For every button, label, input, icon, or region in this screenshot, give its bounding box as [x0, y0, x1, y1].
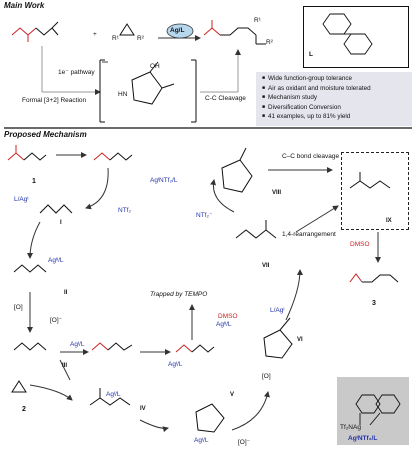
- intermediate-ix-box: [341, 152, 409, 230]
- cc-bond-cleavage-label: C–C bond cleavage: [282, 153, 340, 160]
- proposed-mechanism-header: Proposed Mechanism: [4, 130, 87, 139]
- complex-tf2nag-label: Tf₂NAg: [340, 424, 361, 431]
- intermediate-VII-label: VII: [262, 263, 270, 269]
- main-work-header: Main Work: [4, 1, 45, 10]
- dmso-label: DMSO: [218, 313, 238, 320]
- oxide-anion-label: [O]⁻: [50, 317, 63, 324]
- intermediate-IX-label: IX: [386, 218, 392, 224]
- r2-label-azirine: R²: [137, 35, 144, 42]
- hn-label: HN: [118, 91, 128, 98]
- r1-label-product: R¹: [254, 17, 261, 24]
- lag-label-VI: L/Agᴵ: [270, 307, 285, 314]
- r1-label-azirine: R¹: [112, 35, 119, 42]
- compound-3-label: 3: [372, 300, 376, 307]
- oxidant-label: [O]: [14, 304, 23, 311]
- ag-i-l-label-IV: Agᴵ/L: [106, 391, 121, 398]
- feature-item: Wide function-group tolerance: [262, 74, 371, 84]
- intermediate-III-label: III: [62, 363, 68, 369]
- feature-item: Air as oxidant and moisture tolerated: [262, 84, 371, 94]
- oh-label: OH: [150, 63, 160, 70]
- ag-i-l-label-V: Agᴵ/L: [194, 437, 209, 444]
- ag-i-l-radical-label: Agᴵ/L: [168, 361, 183, 368]
- ag-i-l-label-III: Agᴵ/L: [70, 341, 85, 348]
- intermediate-II-label: II: [64, 290, 68, 296]
- intermediate-VIII-label: VIII: [272, 190, 282, 196]
- catalyst-agntf2-label: AgᴵNTf₂/L: [150, 177, 178, 184]
- oxidant-label-2: [O]: [262, 373, 271, 380]
- lag-label-I: L/Agᴵ: [14, 196, 29, 203]
- cc-cleavage-label: C-C Cleavage: [205, 95, 246, 102]
- intermediate-VI-label: VI: [297, 337, 303, 343]
- silver-complex-box: [337, 377, 409, 445]
- ligand-label: L: [309, 51, 313, 58]
- ag-ii-l-dmso-label: Agᴵᴵ/L: [216, 321, 232, 328]
- formal-reaction-label: Formal [3+2] Reaction: [22, 97, 87, 104]
- intermediate-V-label: V: [230, 392, 235, 398]
- dmso-label-2: DMSO: [350, 241, 370, 248]
- feature-item: 41 examples, up to 81% yield: [262, 112, 371, 122]
- ligand-structure-box: [303, 6, 409, 68]
- features-list: Wide function-group tolerance Air as oxi…: [262, 74, 371, 122]
- feature-item: Mechanism study: [262, 93, 371, 103]
- plus-sign: +: [93, 31, 97, 38]
- feature-item: Diversification Conversion: [262, 103, 371, 113]
- r2-label-product: R²: [266, 39, 273, 46]
- ag-ii-l-label: Agᴵᴵ/L: [48, 257, 64, 264]
- oxide-anion-label-2: [O]⁻: [238, 439, 251, 446]
- compound-2-label: 2: [22, 406, 26, 413]
- ntf2-label: NTf₂: [118, 207, 131, 214]
- ntf2-minus-label: NTf₂⁻: [196, 212, 213, 219]
- complex-label: AgᴵNTf₂/L: [348, 435, 378, 442]
- pathway-label: 1e⁻ pathway: [58, 69, 95, 76]
- compound-1-label: 1: [32, 178, 36, 185]
- catalyst-label: Ag/L: [170, 27, 185, 34]
- intermediate-IV-label: IV: [140, 406, 146, 412]
- intermediate-I-label: I: [60, 220, 62, 226]
- rearrangement-label: 1,4-rearrangement: [282, 231, 336, 238]
- trapped-tempo-label: Trapped by TEMPO: [150, 291, 208, 298]
